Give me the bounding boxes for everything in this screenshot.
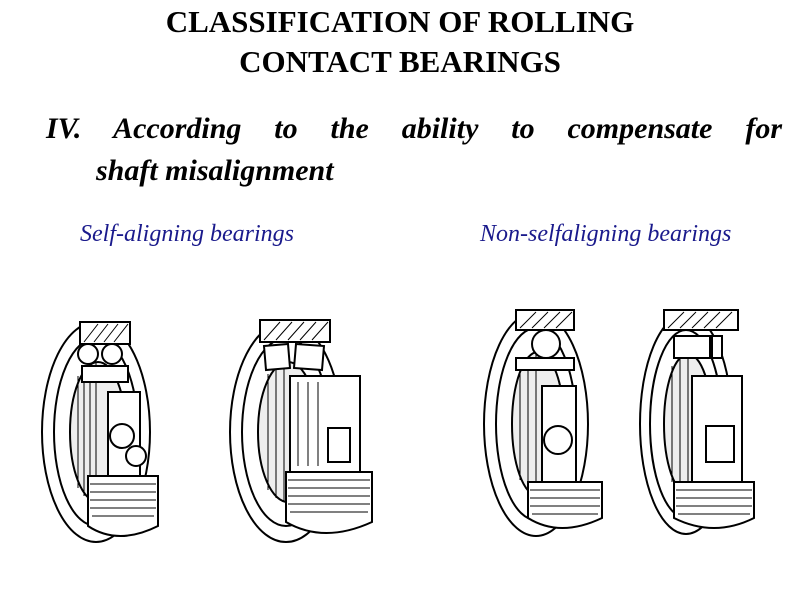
- deep-groove-ball-bearing-icon: [480, 306, 608, 542]
- self-aligning-ball-bearing-icon: [38, 316, 168, 548]
- spherical-roller-bearing-icon: [224, 316, 376, 548]
- section-heading-line-1: IV. According to the ability to compensa…: [46, 112, 782, 145]
- page-title: CLASSIFICATION OF ROLLING CONTACT BEARIN…: [0, 2, 800, 82]
- title-line-1: CLASSIFICATION OF ROLLING: [165, 4, 635, 39]
- section-heading: IV. According to the ability to compensa…: [46, 108, 782, 192]
- caption-non-selfaligning: Non-selfaligning bearings: [480, 221, 732, 247]
- section-heading-line-2: shaft misalignment: [96, 154, 334, 187]
- cylindrical-roller-bearing-icon: [634, 306, 762, 542]
- title-line-2: CONTACT BEARINGS: [239, 44, 561, 79]
- caption-self-aligning: Self-aligning bearings: [80, 221, 294, 247]
